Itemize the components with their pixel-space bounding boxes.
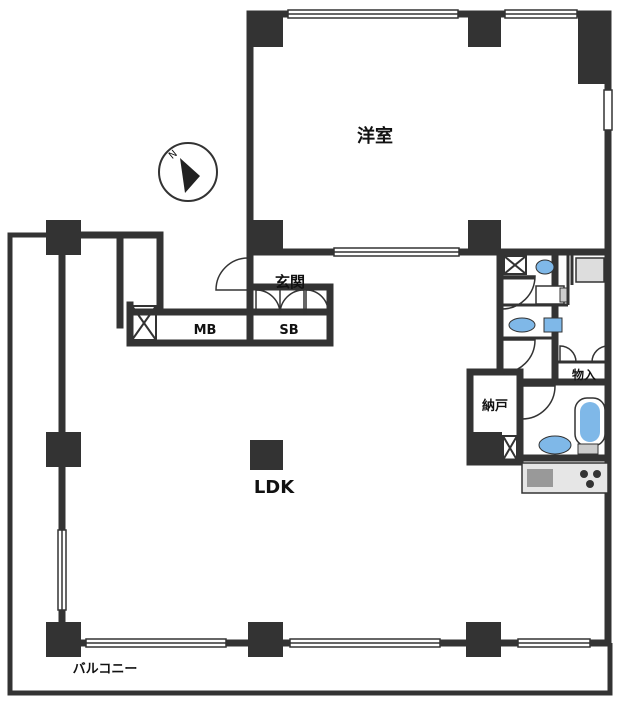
shoe-box-label: SB xyxy=(279,323,298,338)
meter-box-label: MB xyxy=(194,323,217,338)
windows xyxy=(57,9,613,648)
compass: N xyxy=(158,142,218,202)
balcony-label: バルコニー xyxy=(73,662,138,677)
closet-label: 物入 xyxy=(572,367,596,382)
pipe-shafts xyxy=(131,255,527,461)
balcony xyxy=(7,232,613,696)
columns xyxy=(46,14,611,657)
thin-walls xyxy=(500,252,608,364)
entrance-label: 玄関 xyxy=(275,273,305,291)
compass-arrow-icon xyxy=(180,158,200,193)
ldk-label: LDK xyxy=(254,477,295,498)
storage-label: 納戸 xyxy=(482,398,508,414)
doors xyxy=(215,257,609,420)
fixtures xyxy=(508,257,609,494)
western-room-label: 洋室 xyxy=(357,125,393,147)
